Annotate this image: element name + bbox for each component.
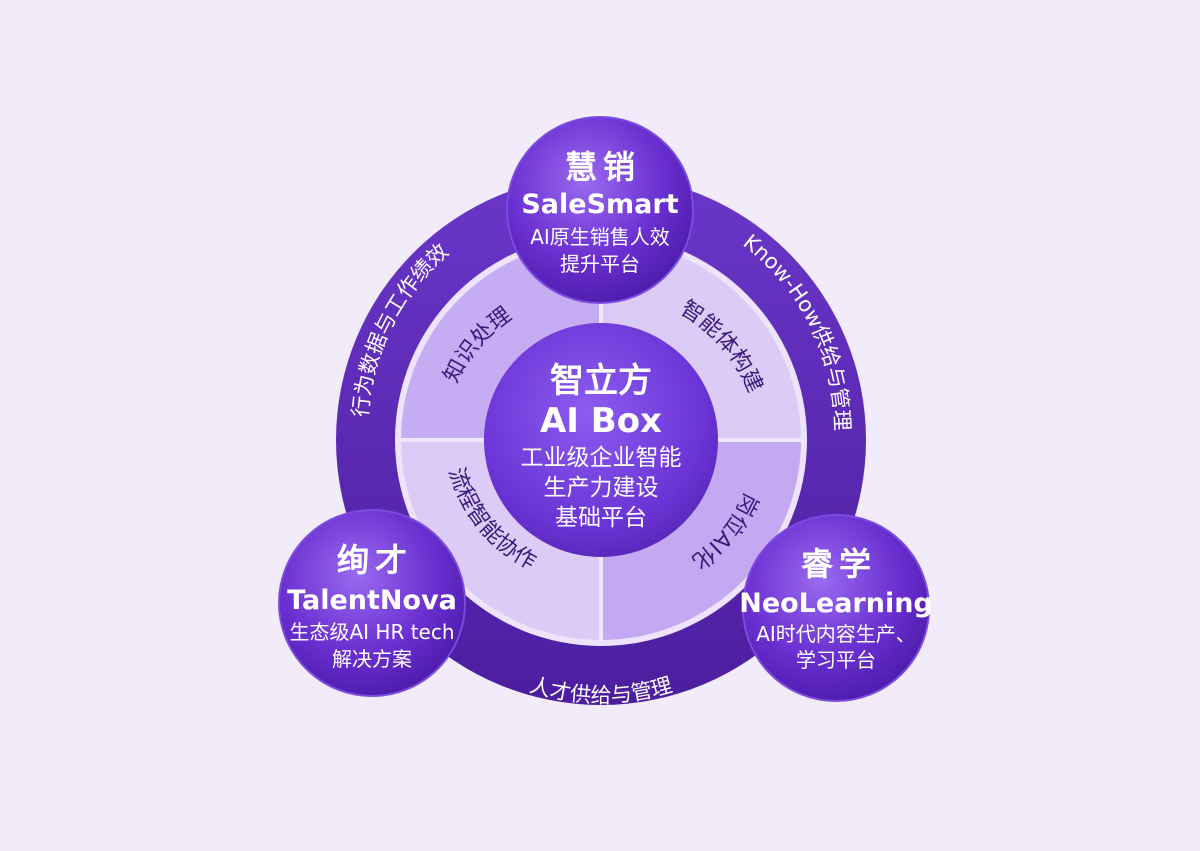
node-neolearning-desc-1: AI时代内容生产、 [756, 622, 916, 646]
node-talentnova-desc-1: 生态级AI HR tech [289, 620, 454, 644]
node-salesmart-circle [506, 116, 694, 304]
node-talentnova-circle [278, 509, 466, 697]
center-circle [484, 323, 718, 557]
node-talentnova-en: TalentNova [287, 585, 457, 616]
node-salesmart-en: SaleSmart [521, 189, 678, 220]
node-salesmart-cn: 慧销 [565, 148, 641, 186]
center-desc-2: 生产力建设 [544, 475, 659, 501]
node-salesmart-desc-2: 提升平台 [560, 252, 640, 276]
center-desc-1: 工业级企业智能 [521, 445, 682, 471]
node-salesmart-desc-1: AI原生销售人效 [530, 225, 670, 249]
node-neolearning-cn: 睿学 [801, 545, 877, 583]
node-neolearning-en: NeoLearning [739, 588, 933, 619]
center-title-en: AI Box [540, 401, 662, 441]
center-desc-3: 基础平台 [555, 505, 647, 531]
center-title-cn: 智立方 [550, 361, 652, 401]
node-talentnova: 绚才 TalentNova 生态级AI HR tech 解决方案 [278, 509, 466, 697]
node-talentnova-desc-2: 解决方案 [332, 647, 412, 671]
node-neolearning-circle [742, 514, 930, 702]
node-talentnova-cn: 绚才 [337, 541, 413, 579]
node-neolearning: 睿学 NeoLearning AI时代内容生产、 学习平台 [739, 514, 933, 702]
node-salesmart: 慧销 SaleSmart AI原生销售人效 提升平台 [506, 116, 694, 304]
node-neolearning-desc-2: 学习平台 [796, 648, 876, 672]
